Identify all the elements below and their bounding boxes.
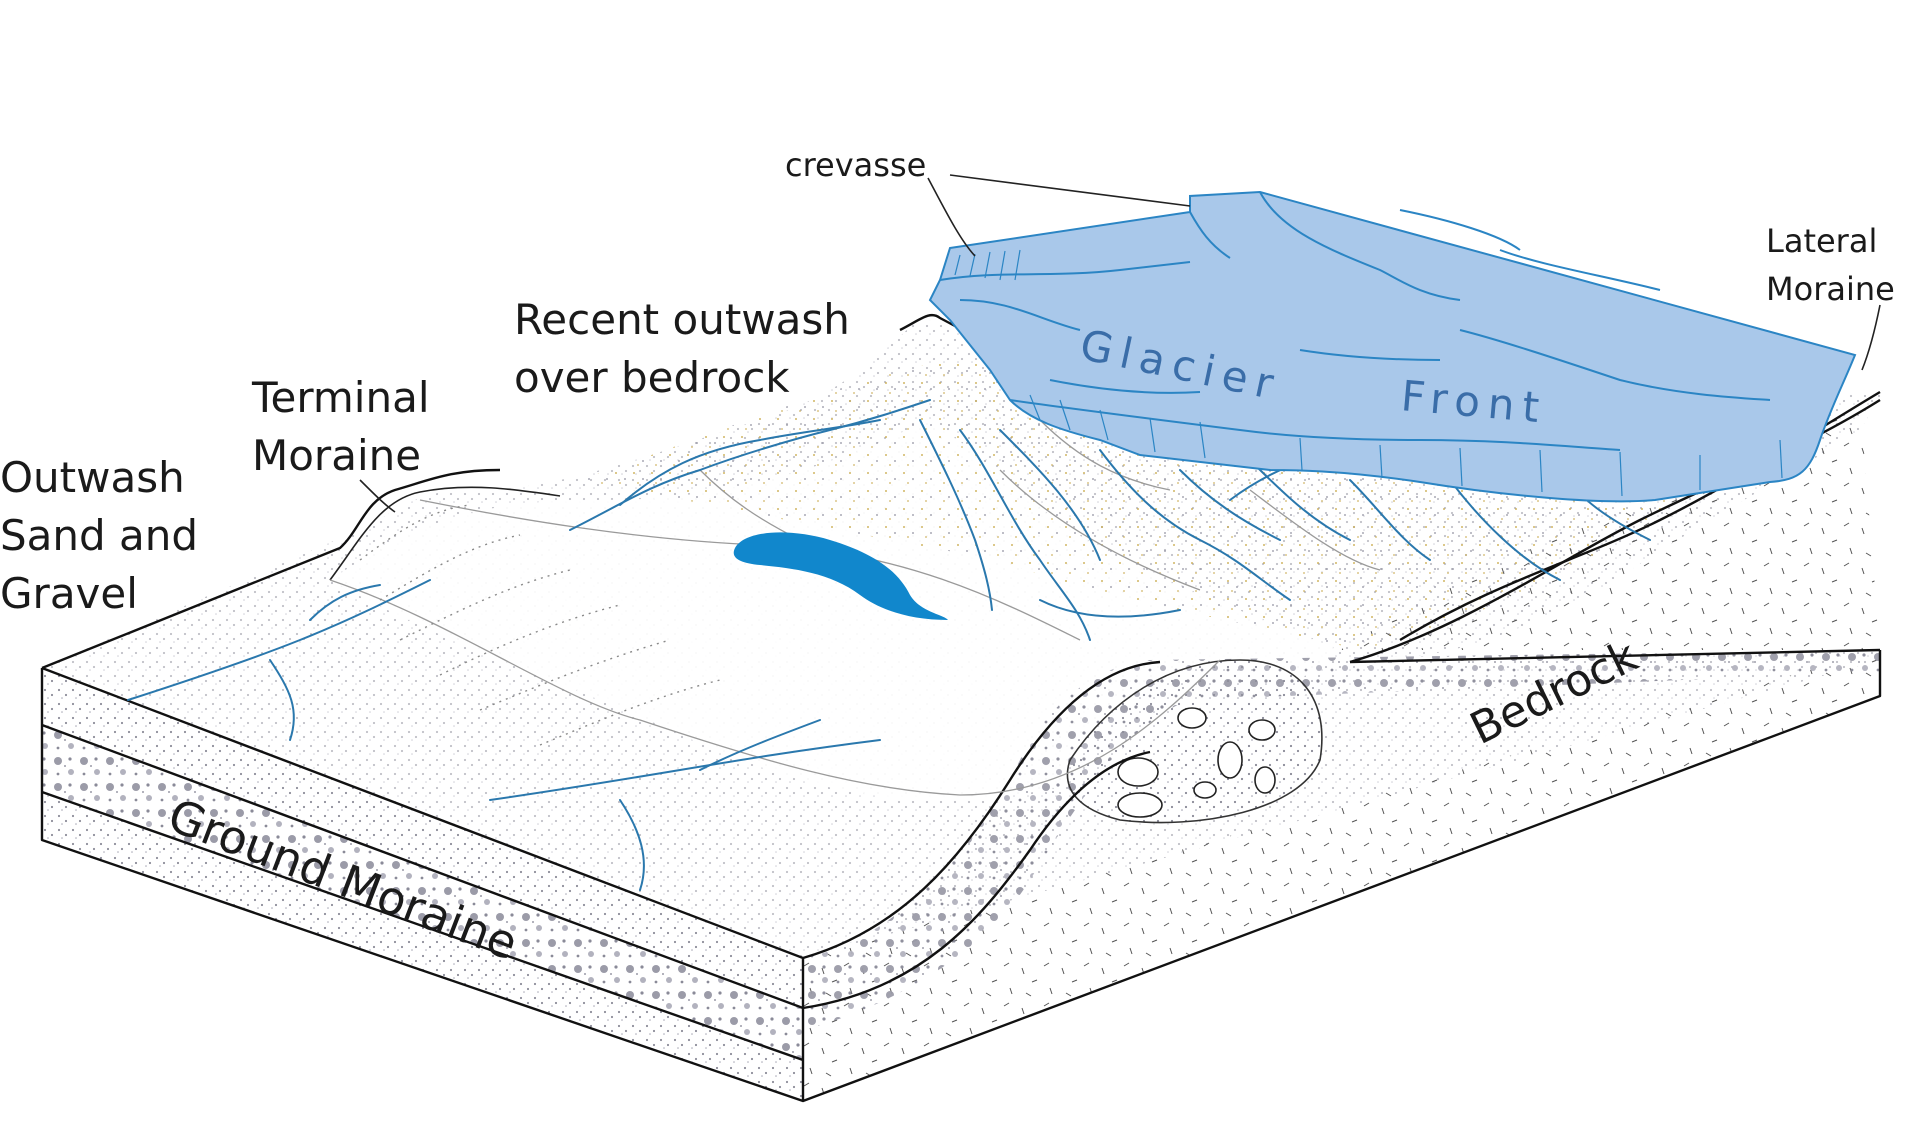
bedrock-edge-line (1349, 648, 1881, 664)
label-outwash-line2: Sand and (0, 511, 198, 560)
crevasse-leader-line-2 (949, 174, 1191, 207)
bedrock-layer-face (42, 792, 803, 1101)
glacier-front-face-striations (954, 249, 1783, 497)
layer-line-2 (41, 790, 804, 1062)
meltwater-streams (127, 399, 1651, 891)
terminal-moraine-stipple (359, 504, 721, 746)
recent-outwash-edge (899, 313, 1001, 352)
label-lateral-moraine-line2: Moraine (1766, 270, 1895, 308)
ground-moraine-layer-face (42, 725, 803, 1060)
terminal-moraine-ridge (329, 486, 561, 581)
crevasse-leader-line (927, 177, 976, 257)
label-terminal-moraine-line2: Moraine (252, 431, 421, 480)
moraine-boulders (1066, 659, 1323, 824)
label-lateral-moraine-line1: Lateral (1766, 222, 1877, 260)
glacier-ice (930, 192, 1855, 502)
layer-line-1 (41, 723, 804, 1010)
glacier-cracks (939, 191, 1771, 451)
label-recent-outwash-line1: Recent outwash (514, 295, 850, 344)
label-terminal-moraine-line1: Terminal (251, 373, 430, 422)
outwash-layer-face (42, 668, 803, 1008)
label-crevasse: crevasse (785, 146, 926, 184)
moraine-side-wedge (803, 650, 1880, 1030)
glacier-outline (928, 190, 1857, 503)
block-top-outline (41, 468, 501, 670)
moraine-profile-line-2 (802, 750, 1151, 1010)
meltwater-lake (733, 532, 948, 620)
label-outwash-line1: Outwash (0, 453, 185, 502)
label-outwash-line3: Gravel (0, 569, 138, 618)
moraine-profile-line (802, 660, 1161, 960)
lateral-moraine-leader (1861, 304, 1881, 371)
bedrock-side-face (803, 650, 1880, 1101)
terminal-moraine-leader (359, 479, 396, 513)
label-recent-outwash-line2: over bedrock (514, 353, 790, 402)
